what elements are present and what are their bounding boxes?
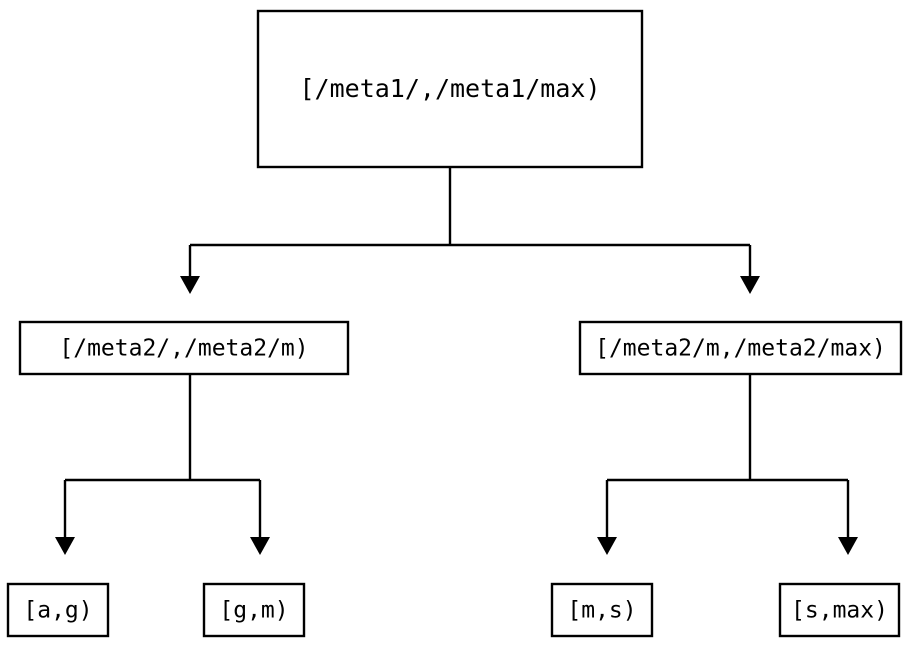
node-root[interactable]: [/meta1/,/meta1/max)	[256, 9, 644, 169]
node-mid-left[interactable]: [/meta2/,/meta2/m)	[18, 320, 350, 376]
node-label: [/meta2/,/meta2/m)	[59, 336, 308, 362]
node-label: [a,g)	[23, 598, 92, 624]
node-box	[778, 582, 901, 638]
node-leaf-3[interactable]: [m,s)	[550, 582, 654, 638]
connector-mid-left-group	[55, 374, 270, 555]
node-box	[6, 582, 110, 638]
arrowhead-root-group-1	[740, 276, 760, 294]
node-leaf-4[interactable]: [s,max)	[778, 582, 901, 638]
node-box	[578, 320, 903, 376]
arrowhead-mid-right-group-1	[838, 537, 858, 555]
node-label: [g,m)	[219, 598, 288, 624]
nodes-layer: [/meta1/,/meta1/max) [/meta2/,/meta2/m) [/…	[6, 9, 903, 638]
node-box	[256, 9, 644, 169]
arrowhead-mid-left-group-1	[250, 537, 270, 555]
node-box	[550, 582, 654, 638]
node-label: [m,s)	[567, 598, 636, 624]
connector-root-group	[180, 167, 760, 294]
node-label: [/meta1/,/meta1/max)	[299, 74, 600, 103]
connector-mid-right-group	[597, 374, 858, 555]
node-box	[18, 320, 350, 376]
arrowhead-mid-left-group-0	[55, 537, 75, 555]
node-label: [s,max)	[791, 598, 888, 624]
edges-layer	[55, 167, 858, 555]
node-mid-right[interactable]: [/meta2/m,/meta2/max)	[578, 320, 903, 376]
node-box	[202, 582, 306, 638]
arrowhead-root-group-0	[180, 276, 200, 294]
node-leaf-1[interactable]: [a,g)	[6, 582, 110, 638]
arrowhead-mid-right-group-0	[597, 537, 617, 555]
node-label: [/meta2/m,/meta2/max)	[595, 336, 886, 362]
node-leaf-2[interactable]: [g,m)	[202, 582, 306, 638]
